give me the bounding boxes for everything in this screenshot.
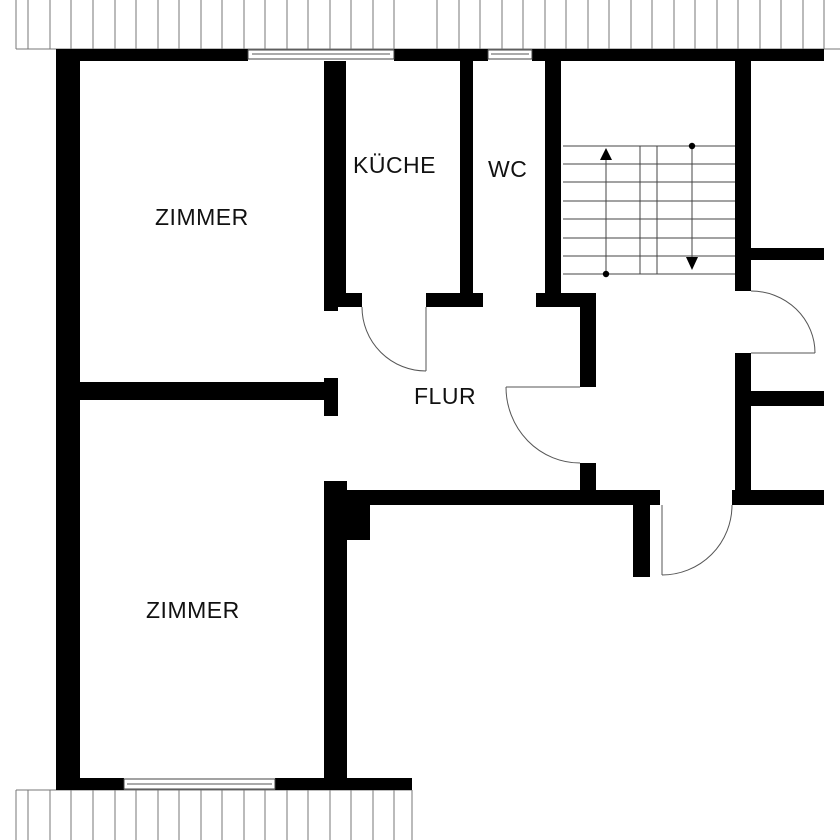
staircase [563, 142, 735, 278]
stair-down-arrow-icon [686, 257, 698, 270]
room-label-flur: FLUR [414, 383, 477, 409]
room-label-zimmer-top: ZIMMER [155, 204, 249, 230]
doors [361, 290, 816, 576]
room-label-kueche: KÜCHE [353, 152, 437, 178]
windows [123, 49, 533, 790]
room-label-zimmer-bottom: ZIMMER [146, 597, 240, 623]
top-hatch [15, 0, 840, 50]
stair-up-arrow-icon [600, 148, 612, 160]
walls [56, 49, 824, 790]
room-label-wc: WC [488, 156, 528, 182]
bottom-hatch [15, 789, 413, 840]
